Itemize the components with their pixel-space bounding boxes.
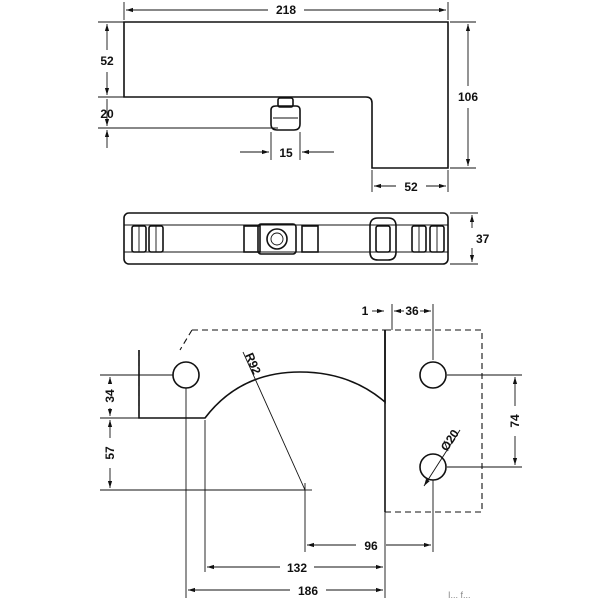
dim-lower-57: 57	[103, 446, 117, 460]
side-view-outline	[123, 212, 449, 265]
top-view: 218 52 20 106 15 52	[98, 2, 478, 194]
dim-hole-diameter: Ø20	[438, 427, 462, 454]
dim-pin-width-15: 15	[279, 146, 293, 160]
dim-96: 96	[364, 539, 378, 553]
dim-132: 132	[287, 561, 307, 575]
dim-width-218: 218	[276, 3, 296, 17]
glass-panel-outline	[138, 330, 386, 419]
dim-total-height-106: 106	[458, 90, 478, 104]
hole-left	[172, 361, 200, 389]
dim-foot-width-52: 52	[404, 180, 418, 194]
dim-plate-offset-36: 36	[405, 304, 419, 318]
side-view: 37	[123, 212, 490, 265]
dim-upper-34: 34	[103, 389, 117, 403]
dim-hole-spacing-74: 74	[508, 414, 522, 428]
dim-left-height-52: 52	[100, 54, 114, 68]
dim-thickness-37: 37	[476, 232, 490, 246]
top-view-outline	[123, 21, 449, 169]
footer-text: I... f...	[448, 590, 471, 600]
dim-186: 186	[298, 584, 318, 598]
dim-radius-r92: R92	[242, 351, 264, 377]
dim-gap-1: 1	[362, 304, 369, 318]
hole-upper-right	[419, 361, 447, 389]
pin	[270, 97, 301, 131]
dim-step-20: 20	[100, 107, 114, 121]
glass-cutout-view: R92 Ø20 1 36 74 34 57	[100, 304, 522, 600]
plate-outline	[385, 329, 483, 513]
